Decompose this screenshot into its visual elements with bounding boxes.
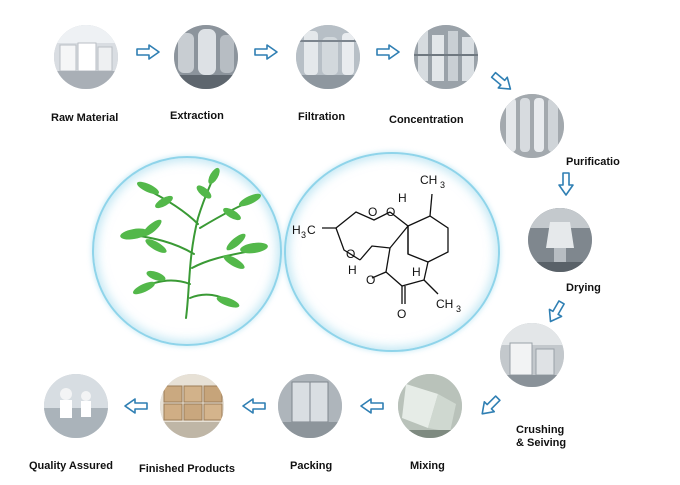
step-photo-packing [278,374,342,438]
flow-arrow-right [136,44,160,60]
step-label-crushing-line2: & Seiving [516,437,567,449]
molecule-methyl-left: H [292,223,301,237]
step-label-quality-assured: Quality Assured [29,460,113,472]
step-photo-filtration [296,25,360,89]
artemisia-plant-illustration [120,167,268,319]
step-photo-crushing [500,323,564,387]
flow-arrow-down-left [543,298,569,327]
molecule-methyl-left-sub: 3 [301,230,306,240]
lab-photo [44,374,108,438]
step-label-raw-material: Raw Material [51,112,119,124]
flow-arrow-down-right [488,68,517,96]
step-photo-extraction [174,25,238,89]
step-photo-drying [528,208,592,272]
step-label-concentration: Concentration [389,114,464,126]
step-photo-concentration [414,25,478,89]
flow-arrow-left [360,398,384,414]
step-label-drying: Drying [566,282,601,294]
step-label-finished-products: Finished Products [139,463,235,475]
molecule-methyl-left-tail: C [307,223,316,237]
step-photo-finished-products [160,374,224,438]
step-label-filtration: Filtration [298,111,346,123]
flow-arrow-right [376,44,400,60]
plant-circle [92,156,282,346]
step-label-mixing: Mixing [410,460,445,472]
step-label-purification: Purificatio [566,156,620,168]
step-photo-mixing [398,374,462,438]
molecule-methyl-top-sub: 3 [440,180,445,190]
crusher-photo [500,323,564,387]
flow-arrow-down [558,172,574,196]
molecule-o1: O [368,205,377,219]
packing-room-photo [278,374,342,438]
concentration-equipment-photo [414,25,478,89]
step-photo-raw-material [54,25,118,89]
dryer-photo [528,208,592,272]
molecule-circle: CH 3 H 3 C H H H O O O O O CH 3 [284,152,500,352]
flow-arrow-down-left [476,392,504,420]
cartons-photo [160,374,224,438]
flow-arrow-left [124,398,148,414]
molecule-o4: O [366,273,375,287]
step-photo-purification [500,94,564,158]
molecule-o2: O [386,205,395,219]
flow-arrow-right [254,44,278,60]
molecule-carbonyl-o: O [397,307,406,321]
extraction-tanks-photo [174,25,238,89]
molecule-h-lower: H [412,265,421,279]
molecule-methyl-right: CH [436,297,453,311]
filtration-equipment-photo [296,25,360,89]
molecule-h-left: H [348,263,357,277]
step-photo-quality-assured [44,374,108,438]
mixer-photo [398,374,462,438]
molecule-o3: O [346,247,355,261]
flow-arrow-left [242,398,266,414]
molecule-methyl-top: CH [420,173,437,187]
molecule-methyl-right-sub: 3 [456,304,461,314]
step-label-extraction: Extraction [170,110,224,122]
step-label-crushing-line1: Crushing [516,424,565,436]
molecule-h-upper: H [398,191,407,205]
step-label-packing: Packing [290,460,333,472]
purification-columns-photo [500,94,564,158]
artemisinin-structure: CH 3 H 3 C H H H O O O O O CH 3 [292,173,461,321]
warehouse-photo [54,25,118,89]
